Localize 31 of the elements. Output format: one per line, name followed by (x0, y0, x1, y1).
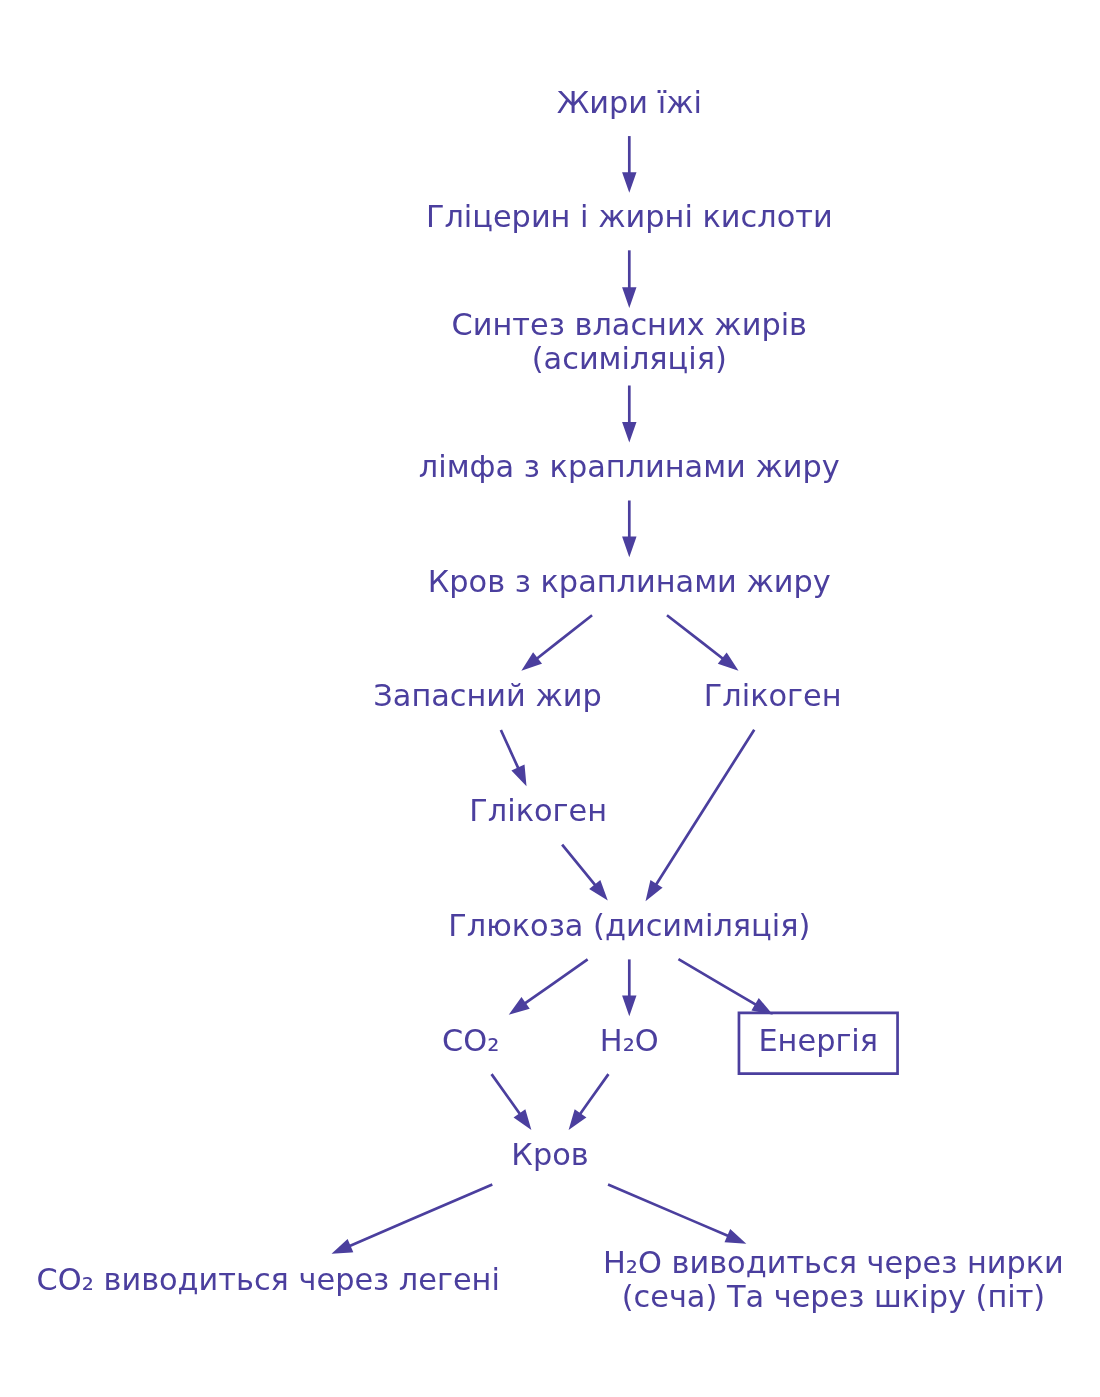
arrow (508, 957, 589, 1015)
node-text: H₂O виводиться через нирки (сеча) Та через шкіру (піт) (603, 1244, 1064, 1314)
node-text: Кров з краплинами жиру (427, 563, 831, 599)
arrow (645, 728, 756, 901)
arrow (622, 135, 637, 193)
node-text: лімфа з краплинами жиру (418, 448, 840, 484)
arrow (568, 1072, 610, 1130)
node-text: Кров (511, 1136, 589, 1172)
node-text: CO₂ виводиться через легені (36, 1261, 500, 1297)
arrow (677, 957, 773, 1015)
arrow (499, 728, 527, 786)
node-text: Глікоген (703, 677, 842, 713)
arrow (607, 1182, 747, 1244)
node-text: H₂O (599, 1022, 659, 1058)
arrow (561, 843, 608, 900)
node-box: Енергія (737, 1010, 899, 1075)
node-text: Синтез власних жирів (асиміляція) (451, 306, 807, 376)
node-text: Глікоген (469, 792, 608, 828)
node-text: Жири їжі (556, 84, 702, 120)
arrow (622, 500, 637, 557)
node-text: Запасний жир (373, 677, 602, 713)
node-text: Глюкоза (дисиміляція) (448, 907, 811, 943)
node-text: CO₂ (442, 1022, 500, 1058)
arrow (521, 613, 593, 671)
arrow (622, 249, 637, 308)
arrow (490, 1072, 532, 1130)
arrow (622, 958, 637, 1016)
node-text: Гліцерин і жирні кислоти (425, 198, 833, 234)
arrow (331, 1182, 493, 1254)
arrow (622, 385, 637, 443)
arrow (666, 613, 739, 671)
